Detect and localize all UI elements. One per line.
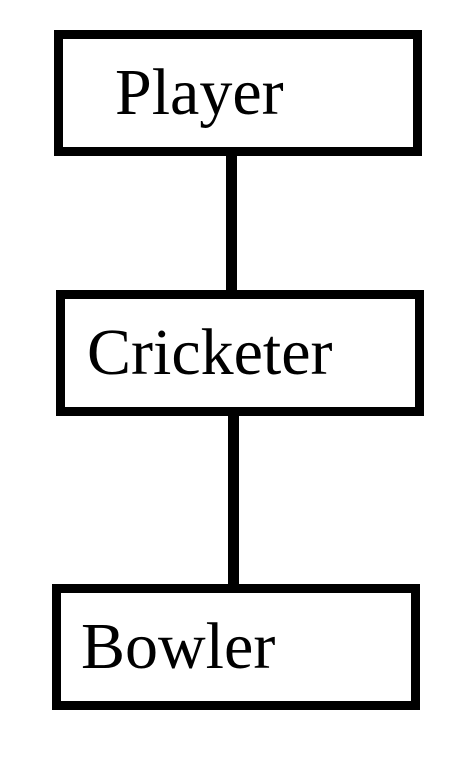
node-player-label: Player — [115, 56, 284, 129]
node-cricketer: Cricketer — [56, 290, 424, 416]
node-player: Player — [54, 30, 422, 156]
connector-player-cricketer — [226, 152, 237, 294]
node-cricketer-label: Cricketer — [87, 316, 333, 389]
node-bowler: Bowler — [52, 584, 420, 710]
node-bowler-label: Bowler — [81, 610, 276, 683]
connector-cricketer-bowler — [228, 412, 239, 588]
